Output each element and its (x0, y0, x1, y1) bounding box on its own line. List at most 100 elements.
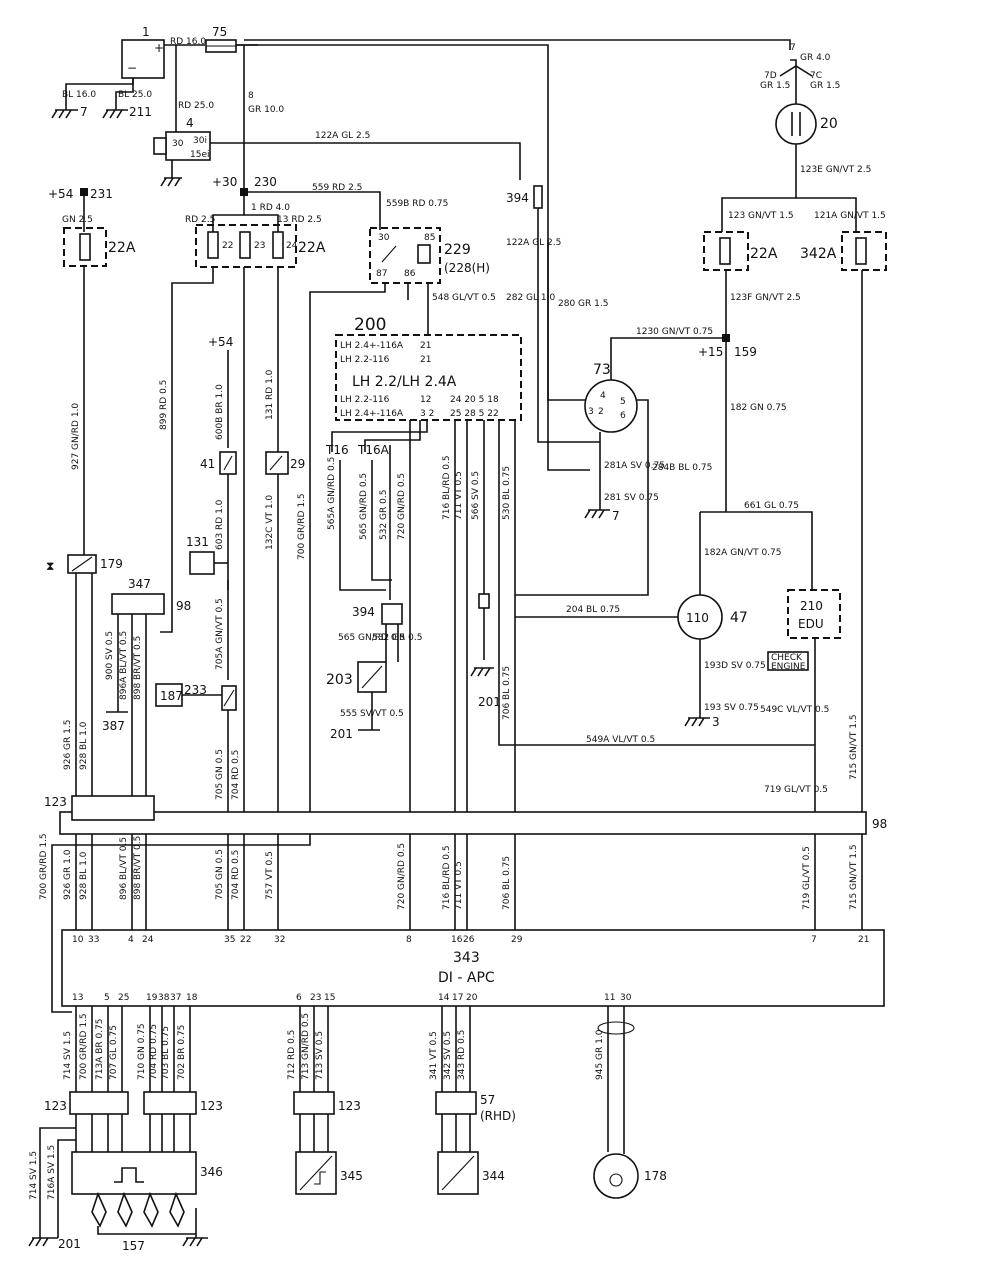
svg-text:705A GN/VT 0.5: 705A GN/VT 0.5 (215, 598, 225, 670)
svg-text:73: 73 (593, 362, 611, 378)
svg-text:85: 85 (424, 233, 435, 243)
svg-text:713A BR 0.75: 713A BR 0.75 (95, 1018, 105, 1080)
svg-text:123F GN/VT 2.5: 123F GN/VT 2.5 (730, 293, 801, 303)
svg-text:25 28 5 22: 25 28 5 22 (450, 409, 499, 419)
svg-text:233: 233 (184, 683, 207, 697)
svg-text:927 GN/RD 1.0: 927 GN/RD 1.0 (71, 403, 81, 470)
svg-text:24 20 5 18: 24 20 5 18 (450, 395, 499, 405)
pin-top-3: 24 (142, 935, 154, 945)
pin-bottom-8: 23 (310, 993, 321, 1003)
pin-bottom-5: 37 (170, 993, 181, 1003)
svg-text:57: 57 (480, 1093, 495, 1107)
comp-346: 346 (71, 1151, 223, 1195)
svg-text:24: 24 (286, 241, 298, 251)
pin-bottom-7: 6 (296, 993, 302, 1003)
svg-text:201: 201 (478, 695, 501, 709)
svg-text:CHECK: CHECK (771, 653, 803, 663)
svg-text:281A SV 0.75: 281A SV 0.75 (604, 461, 665, 471)
pin-top-6: 32 (274, 935, 285, 945)
pin-bottom-6: 18 (186, 993, 198, 1003)
svg-text:ENGINE: ENGINE (771, 662, 806, 672)
svg-text:549A VL/VT 0.5: 549A VL/VT 0.5 (586, 735, 655, 745)
svg-text:714 SV 1.5: 714 SV 1.5 (29, 1151, 39, 1200)
svg-text:98: 98 (176, 599, 191, 613)
svg-text:711 VT 0.5: 711 VT 0.5 (454, 471, 464, 520)
svg-text:LH 2.4+-116A: LH 2.4+-116A (340, 409, 404, 419)
svg-text:LH 2.2-116: LH 2.2-116 (340, 395, 390, 405)
svg-text:182A GN/VT 0.75: 182A GN/VT 0.75 (704, 548, 782, 558)
ecu-200: 200 LH 2.4+-116A LH 2.2-116 21 21 LH 2.2… (335, 315, 522, 421)
svg-text:945 GR 1.0: 945 GR 1.0 (595, 1029, 605, 1080)
svg-text:711 VT 0.5: 711 VT 0.5 (454, 861, 464, 910)
fuse-75-label: 75 (212, 25, 227, 39)
splice-230 (240, 188, 248, 196)
pin-top-11: 7 (811, 935, 817, 945)
pin-top-10: 29 (511, 935, 523, 945)
svg-text:926 GR 1.0: 926 GR 1.0 (63, 849, 73, 900)
svg-text:715 GN/VT 1.5: 715 GN/VT 1.5 (849, 714, 859, 780)
svg-text:29: 29 (290, 457, 305, 471)
svg-text:+15: +15 (698, 345, 723, 359)
pin-top-5: 22 (240, 935, 251, 945)
connector-347: 347 98 (111, 577, 191, 615)
svg-text:15ei: 15ei (190, 150, 210, 160)
svg-text:(RHD): (RHD) (480, 1109, 516, 1123)
svg-text:182 GN 0.75: 182 GN 0.75 (730, 403, 787, 413)
svg-text:121A GN/VT 1.5: 121A GN/VT 1.5 (814, 211, 886, 221)
pin-bottom-14: 30 (620, 993, 632, 1003)
svg-text:30i: 30i (193, 136, 207, 146)
wire-label-gr40: GR 4.0 (800, 53, 831, 63)
svg-text:343: 343 (453, 950, 480, 966)
svg-text:187: 187 (160, 689, 183, 703)
svg-text:713 SV 0.5: 713 SV 0.5 (315, 1031, 325, 1080)
pin-top-1: 33 (88, 935, 99, 945)
spark-157: 157 (91, 1191, 208, 1253)
svg-text:+30: +30 (212, 175, 237, 189)
svg-text:928 BL 1.0: 928 BL 1.0 (79, 851, 89, 900)
svg-text:30: 30 (172, 139, 184, 149)
switch-233: 233 (184, 683, 237, 711)
pin-top-2: 4 (128, 935, 134, 945)
svg-text:343 RD 0.5: 343 RD 0.5 (457, 1030, 467, 1080)
fuse-box-22a: 22 23 24 22A (195, 224, 326, 268)
wire-label-122a: 122A GL 2.5 (315, 131, 370, 141)
svg-text:703 BL 0.75: 703 BL 0.75 (161, 1026, 171, 1080)
svg-text:123 GN/VT 1.5: 123 GN/VT 1.5 (728, 211, 794, 221)
svg-text:DI - APC: DI - APC (438, 970, 495, 986)
pin-bottom-11: 17 (452, 993, 463, 1003)
svg-text:280 GR 1.5: 280 GR 1.5 (558, 299, 608, 309)
wire-label-bl160: BL 16.0 (62, 90, 96, 100)
svg-text:193D SV 0.75: 193D SV 0.75 (704, 661, 766, 671)
svg-text:900 SV 0.5: 900 SV 0.5 (105, 631, 115, 680)
svg-text:1 RD 4.0: 1 RD 4.0 (251, 203, 290, 213)
svg-text:341 VT 0.5: 341 VT 0.5 (429, 1031, 439, 1080)
svg-text:565A GN/RD 0.5: 565A GN/RD 0.5 (327, 457, 337, 530)
relay-229: 30 85 87 86 229 (228(H) (369, 227, 490, 284)
svg-text:926 GR 1.5: 926 GR 1.5 (63, 720, 73, 770)
svg-text:+: + (154, 41, 164, 55)
svg-text:394: 394 (352, 605, 375, 619)
wire-label-rd250: RD 25.0 (178, 101, 214, 111)
svg-text:899 RD 0.5: 899 RD 0.5 (159, 380, 169, 430)
svg-text:712 RD 0.5: 712 RD 0.5 (287, 1030, 297, 1080)
svg-text:757 VT 0.5: 757 VT 0.5 (265, 851, 275, 900)
svg-text:131: 131 (186, 535, 209, 549)
svg-text:282 GL 1.0: 282 GL 1.0 (506, 293, 555, 303)
svg-text:86: 86 (404, 269, 416, 279)
svg-text:21: 21 (420, 341, 431, 351)
fuse-22a-right: 22A (703, 231, 778, 271)
svg-text:4: 4 (186, 116, 194, 130)
svg-text:706 BL 0.75: 706 BL 0.75 (502, 856, 512, 910)
svg-text:7: 7 (80, 105, 88, 119)
sensor-178: 178 (593, 1153, 667, 1199)
svg-text:344: 344 (482, 1169, 505, 1183)
svg-text:123E GN/VT 2.5: 123E GN/VT 2.5 (800, 165, 871, 175)
svg-text:123: 123 (200, 1099, 223, 1113)
svg-text:−: − (127, 61, 137, 75)
wire-label-559: 559 RD 2.5 (312, 183, 362, 193)
svg-text:4: 4 (600, 391, 606, 401)
